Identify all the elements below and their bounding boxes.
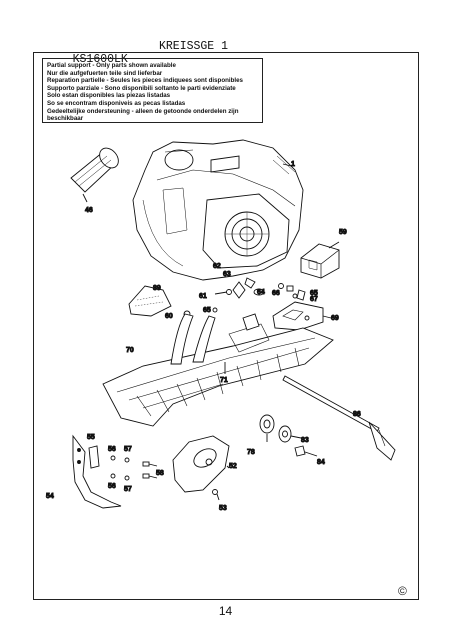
callout-59: 59	[339, 229, 347, 236]
callout-65-left: 65	[203, 307, 211, 314]
callout-1: 1	[291, 161, 295, 168]
exploded-view-drawing: 46 1 59	[46, 139, 396, 512]
bolt-part-61	[214, 289, 232, 295]
bevel-bracket-part	[272, 301, 332, 331]
notice-line: Reparation partielle - Seules les pieces…	[47, 77, 243, 85]
base-plate-part	[102, 313, 334, 427]
screw-part-53	[212, 489, 220, 501]
callout-62: 62	[213, 263, 221, 270]
outer-flange-part	[278, 425, 302, 443]
page-header: KS1600LK KREISSGE 1	[45, 40, 228, 92]
screw-parts-right	[278, 283, 306, 301]
callout-46: 46	[85, 207, 93, 214]
callout-57-top: 57	[124, 446, 132, 453]
callout-86: 86	[353, 411, 361, 418]
grip-plate-part	[128, 285, 172, 317]
brush-holder-part	[300, 241, 340, 279]
depth-lever-parts	[232, 277, 265, 299]
fasteners-group	[110, 455, 158, 481]
callout-67: 67	[310, 296, 318, 303]
callout-56-bottom: 56	[108, 483, 116, 490]
callout-53: 53	[219, 505, 227, 512]
callout-60: 60	[165, 313, 173, 320]
notice-line: Gedeeltelijke ondersteuning - alleen de …	[47, 107, 239, 123]
flange-washer-part	[259, 414, 275, 442]
callout-56-top: 56	[108, 446, 116, 453]
callout-52: 52	[229, 463, 237, 470]
model-code: KS1600LK	[72, 53, 128, 66]
callout-69: 69	[331, 315, 339, 322]
lower-guard-part	[72, 434, 122, 509]
callout-84: 84	[317, 459, 325, 466]
notice-line: So se encontram disponiveis as pecas lis…	[47, 99, 186, 107]
saw-body-part	[132, 139, 304, 281]
callout-63: 63	[223, 271, 231, 278]
drawing-title: KREISSGE 1	[159, 40, 229, 53]
callout-89: 89	[153, 285, 161, 292]
callout-65-right: 65	[310, 290, 318, 297]
callout-64: 64	[257, 289, 265, 296]
page-number: 14	[218, 604, 233, 618]
drawing-frame	[33, 52, 419, 600]
callout-57-bottom: 57	[124, 486, 132, 493]
callout-61: 61	[199, 293, 207, 300]
rip-fence-part	[282, 375, 396, 461]
callout-83: 83	[301, 437, 309, 444]
callout-71: 71	[220, 377, 228, 384]
notice-line: Partial support - Only parts shown avail…	[47, 62, 176, 69]
availability-notice: Partial support - Only parts shown avail…	[42, 58, 263, 123]
callout-66: 66	[272, 290, 280, 297]
spacer-part-55	[88, 445, 100, 469]
notice-line: Supporto parziale - Sono disponibili sol…	[47, 84, 236, 92]
callout-58: 58	[156, 470, 164, 477]
callout-54: 54	[46, 493, 54, 500]
riving-plate-part	[172, 435, 230, 493]
notice-line: Nur die aufgefuerten teile sind lieferba…	[47, 69, 163, 77]
copyright-mark: ©	[398, 584, 407, 598]
callout-70: 70	[126, 347, 134, 354]
notice-line: Solo estan disponibles las piezas listad…	[47, 92, 171, 100]
callout-78: 78	[247, 449, 255, 456]
dust-port-part	[70, 147, 119, 203]
blade-bolt-part	[294, 445, 318, 457]
callout-55: 55	[87, 434, 95, 441]
